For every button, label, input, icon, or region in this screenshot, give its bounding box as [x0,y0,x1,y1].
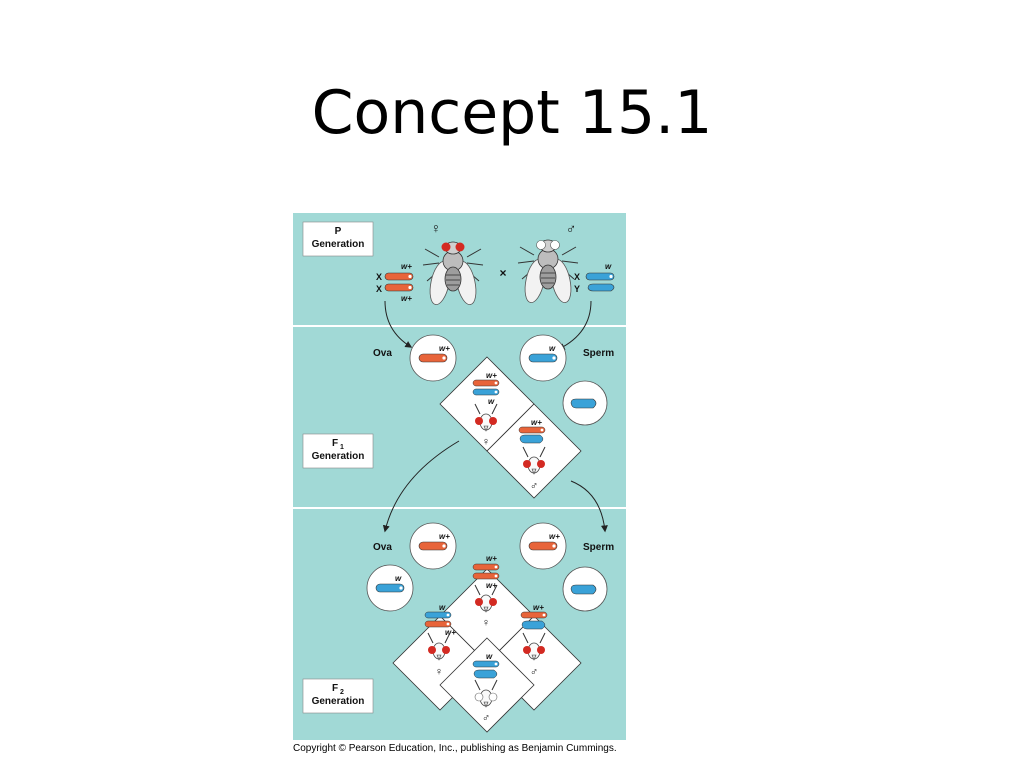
svg-text:1: 1 [340,444,344,451]
f2-right-male-offspring: w+ ♂ [520,603,548,678]
p-male-fly-white-eye [517,239,579,305]
f1-ova-gamete: w+ [409,334,457,382]
svg-text:w: w [439,603,446,612]
f1-punnett-diamond [439,356,582,499]
svg-text:w: w [488,397,495,406]
svg-text:Generation: Generation [312,239,365,250]
f1-generation-label: F 1 Generation [302,433,374,469]
f2-sperm-x-gamete: w+ [519,522,567,570]
svg-text:♂: ♂ [482,712,490,724]
f2-ova-mutant-gamete: w [366,564,414,612]
svg-text:♀: ♀ [435,666,443,678]
svg-text:w+: w+ [486,554,497,563]
svg-text:P: P [335,226,342,237]
f2-punnett-diamond [392,568,582,733]
svg-text:♀: ♀ [482,436,490,448]
f1-sperm-x-gamete: w [519,334,567,382]
svg-text:w+: w+ [439,344,450,353]
drosophila-sex-linkage-diagram: P Generation ♀ ♂ × X X w+ w+ X Y w Ova S… [293,213,626,740]
svg-text:w+: w+ [401,262,412,271]
f2-top-female-offspring: w+ w+ ♀ [472,554,500,629]
svg-text:F: F [332,683,338,694]
svg-text:w+: w+ [549,532,560,541]
svg-text:w+: w+ [439,532,450,541]
f2-bottom-male-offspring: w ♂ [472,652,500,724]
svg-text:Ova: Ova [373,348,392,359]
f2-generation-label: F 2 Generation [302,678,374,714]
p-female-fly-red-eye [422,241,484,307]
svg-text:Sperm: Sperm [583,348,614,359]
svg-text:♀: ♀ [482,617,490,629]
svg-text:X: X [376,284,382,294]
svg-text:2: 2 [340,689,344,696]
svg-text:Y: Y [574,284,580,294]
svg-text:X: X [376,272,382,282]
svg-text:X: X [574,272,580,282]
male-symbol: ♂ [566,220,577,236]
slide-title: Concept 15.1 [311,78,713,148]
svg-text:w: w [486,652,493,661]
svg-text:Sperm: Sperm [583,542,614,553]
svg-text:Generation: Generation [312,696,365,707]
p-male-xy-chromosomes [585,272,615,292]
svg-text:w: w [549,344,556,353]
svg-text:Generation: Generation [312,451,365,462]
svg-text:w+: w+ [486,581,497,590]
f1-female-offspring: w+ w ♀ [472,371,500,448]
svg-text:w: w [605,262,612,271]
f2-left-female-offspring: w w+ ♀ [424,603,456,678]
f2-ova-wildtype-gamete: w+ [409,522,457,570]
f1-male-offspring: w+ ♂ [518,418,546,492]
svg-text:♂: ♂ [530,480,538,492]
f1-sperm-y-gamete [562,380,608,426]
svg-text:w+: w+ [533,603,544,612]
f2-sperm-y-gamete [562,566,608,612]
copyright-notice: Copyright © Pearson Education, Inc., pub… [293,743,617,754]
svg-text:w+: w+ [401,294,412,303]
svg-text:Ova: Ova [373,542,392,553]
female-symbol: ♀ [431,220,442,236]
p-generation-label: P Generation [302,221,374,257]
p-female-x-chromosomes [384,272,414,292]
cross-symbol: × [499,266,506,280]
svg-text:♂: ♂ [530,666,538,678]
svg-text:w: w [395,574,402,583]
svg-text:w+: w+ [486,371,497,380]
svg-text:w+: w+ [445,628,456,637]
svg-text:w+: w+ [531,418,542,427]
svg-text:F: F [332,438,338,449]
